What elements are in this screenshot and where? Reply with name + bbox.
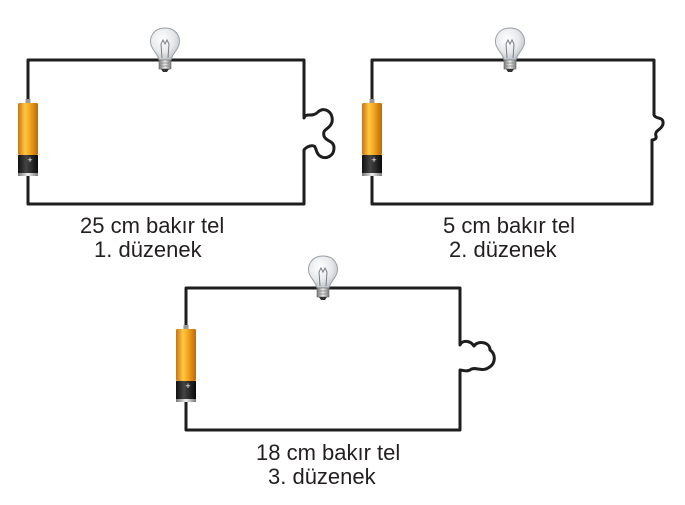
setup-3-wire-label: 18 cm bakır tel (256, 440, 401, 465)
setup-2-wire (370, 58, 665, 206)
setup-1-label: 1. düzenek (94, 237, 202, 262)
setup-3-caption: 18 cm bakır tel 3. düzenek (256, 441, 400, 489)
battery-terminal-symbol: + (371, 155, 376, 165)
light-bulb-icon (495, 27, 525, 73)
setup-3-label: 3. düzenek (268, 464, 376, 489)
setup-2-label: 2. düzenek (449, 237, 557, 262)
setup-2-caption: 5 cm bakır tel 2. düzenek (443, 214, 575, 262)
light-bulb-icon (308, 255, 338, 301)
battery-terminal-symbol: + (27, 155, 32, 165)
setup-3-wire (184, 286, 496, 432)
setup-1-caption: 25 cm bakır tel 1. düzenek (80, 214, 224, 262)
setup-3-circuit: + (176, 255, 496, 432)
setup-1-wire (26, 58, 336, 206)
setup-1-circuit: + (18, 27, 336, 206)
light-bulb-icon (150, 27, 180, 73)
setup-1-wire-label: 25 cm bakır tel (80, 213, 225, 238)
setup-2-circuit: + (362, 27, 665, 206)
battery-terminal-symbol: + (185, 381, 190, 391)
setup-2-wire-label: 5 cm bakır tel (443, 213, 576, 238)
